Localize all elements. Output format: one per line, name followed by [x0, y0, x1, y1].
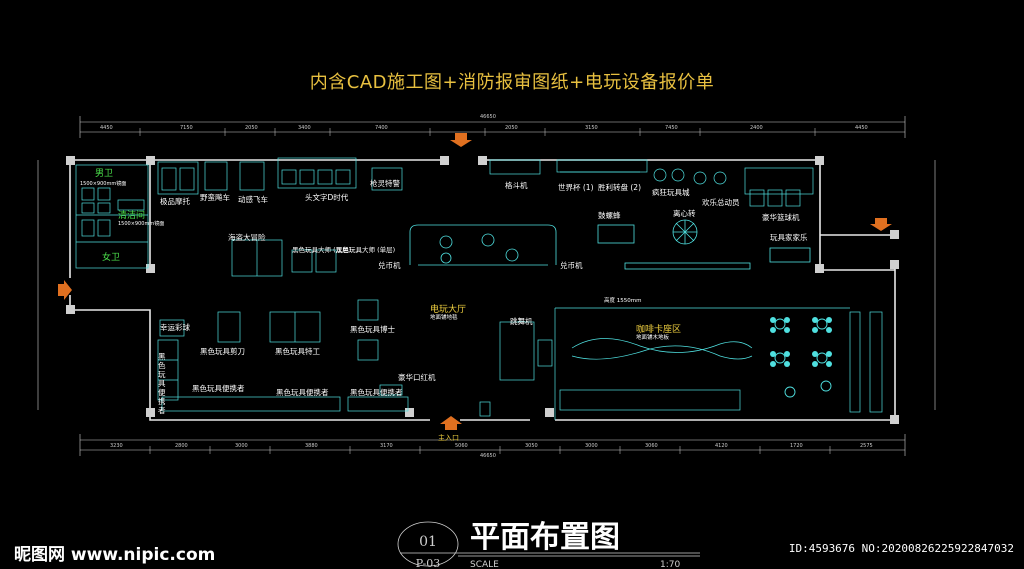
top-dim: 2050 — [505, 125, 518, 131]
cafe-note: 高度 1550mm — [604, 298, 642, 304]
room-women-wc: 女卫 — [102, 253, 121, 263]
outer-walls — [69, 159, 896, 421]
room-arcade-hall: 电玩大厅 — [430, 305, 467, 315]
label-crazy-toy: 疯狂玩具城 — [652, 188, 690, 197]
cafe-area — [554, 307, 883, 420]
label-ghost-right: 黑色玩具大师 (单层) — [336, 246, 396, 254]
bottom-dim: 3880 — [305, 443, 318, 449]
top-machines — [157, 157, 814, 207]
room-cleaning: 清洁间 — [118, 211, 146, 221]
cafe-sub: 地面铺木地板 — [636, 335, 670, 341]
top-dim: 3150 — [585, 125, 598, 131]
entrance-markers — [58, 133, 892, 430]
bottom-dim: 5060 — [455, 443, 468, 449]
label-side-stack: 黑色玩具便携者 — [158, 352, 166, 415]
image-id: ID:4593676 NO:20200826225922847032 — [788, 542, 1014, 555]
label-doll-b: 黑色玩具剪刀 — [200, 347, 245, 356]
entrance-label: 主入口 — [438, 434, 459, 442]
top-dim: 7450 — [665, 125, 678, 131]
label-wild-racing: 野蛮飚车 — [200, 193, 230, 202]
bottom-dim: 1720 — [790, 443, 803, 449]
label-doll-c: 黑色玩具特工 — [275, 347, 320, 356]
label-deep-sea: 海盗大冒险 — [228, 233, 266, 242]
columns — [66, 156, 899, 424]
label-photo: 幸运彩球 — [160, 323, 190, 332]
label-drum: 鼓螺蜂 — [598, 211, 621, 220]
bottom-dim: 4120 — [715, 443, 728, 449]
label-prize: 豪华口红机 — [398, 373, 436, 382]
bottom-dim: 3050 — [525, 443, 538, 449]
scale-value: 1:70 — [660, 560, 680, 569]
cafe-tables — [774, 318, 832, 398]
label-coin-right: 兑币机 — [560, 261, 583, 270]
top-dim: 3400 — [298, 125, 311, 131]
label-fun-planet: 欢乐总动员 — [702, 198, 740, 207]
watermark: 昵图网 www.nipic.com — [14, 545, 216, 565]
label-anime-car: 动感飞车 — [238, 195, 268, 204]
top-dimension-lines — [37, 116, 936, 456]
top-dim: 4450 — [855, 125, 868, 131]
label-luxury-basket: 豪华篮球机 — [762, 213, 800, 222]
arcade-hall-sub: 地面铺地毯 — [430, 315, 458, 321]
top-dim: 7400 — [375, 125, 388, 131]
headline: 内含CAD施工图+消防报审图纸+电玩设备报价单 — [309, 72, 715, 93]
title-block-lines — [397, 521, 700, 567]
scale-label: SCALE — [470, 560, 499, 569]
bottom-dim: 3000 — [585, 443, 598, 449]
bottom-dim: 3170 — [380, 443, 393, 449]
toilet-block — [75, 164, 149, 269]
sheet-code: P-03 — [416, 557, 441, 569]
overall-dim-top: 46650 — [480, 114, 496, 120]
drawing-title: 平面布置图 — [470, 520, 620, 555]
sheet-number: 01 — [419, 534, 437, 550]
label-crane: 格斗机 — [505, 181, 528, 190]
men-wc-note: 1500×900mm镜面 — [80, 181, 127, 187]
room-men-wc: 男卫 — [95, 169, 114, 179]
label-initial-d: 头文字D时代 — [305, 193, 349, 202]
cafe-seat-dots — [770, 317, 832, 367]
label-world-cup: 世界杯 (1) — [558, 183, 594, 192]
middle-left-equipment — [157, 239, 379, 401]
top-dim: 4450 — [100, 125, 113, 131]
top-dim: 2400 — [750, 125, 763, 131]
top-dim: 2050 — [245, 125, 258, 131]
bottom-dim: 2800 — [175, 443, 188, 449]
label-doll-a: 黑色玩具博士 — [350, 325, 395, 334]
bottom-dim: 3000 — [235, 443, 248, 449]
bottom-dim: 3060 — [645, 443, 658, 449]
label-merry: 离心转 — [673, 209, 696, 218]
bottom-dim: 3230 — [110, 443, 123, 449]
room-cafe: 咖啡卡座区 — [636, 325, 682, 335]
label-racing-moto: 极品摩托 — [160, 197, 190, 206]
bottom-machines — [161, 321, 741, 417]
label-dance: 跳舞机 — [510, 317, 533, 326]
bottom-dim: 2575 — [860, 443, 873, 449]
label-ghost-left: 黑色玩具大师 (双层) — [292, 246, 352, 254]
label-doll-row-3: 黑色玩具便携者 — [350, 388, 403, 397]
label-gun-shooting: 枪灵特警 — [370, 179, 400, 188]
overall-dim-bottom: 46650 — [480, 453, 496, 459]
label-toy-house: 玩具家家乐 — [770, 233, 808, 242]
label-doll-row-2: 黑色玩具便携者 — [276, 388, 329, 397]
central-console — [409, 219, 811, 270]
label-lucky-wheel: 胜利转盘 (2) — [598, 183, 642, 192]
top-dim: 7150 — [180, 125, 193, 131]
label-coin-left: 兑币机 — [378, 261, 401, 270]
dim-ticks — [139, 128, 831, 454]
label-doll-row-1: 黑色玩具便携者 — [192, 384, 245, 393]
women-wc-note: 1500×900mm镜面 — [118, 221, 165, 227]
